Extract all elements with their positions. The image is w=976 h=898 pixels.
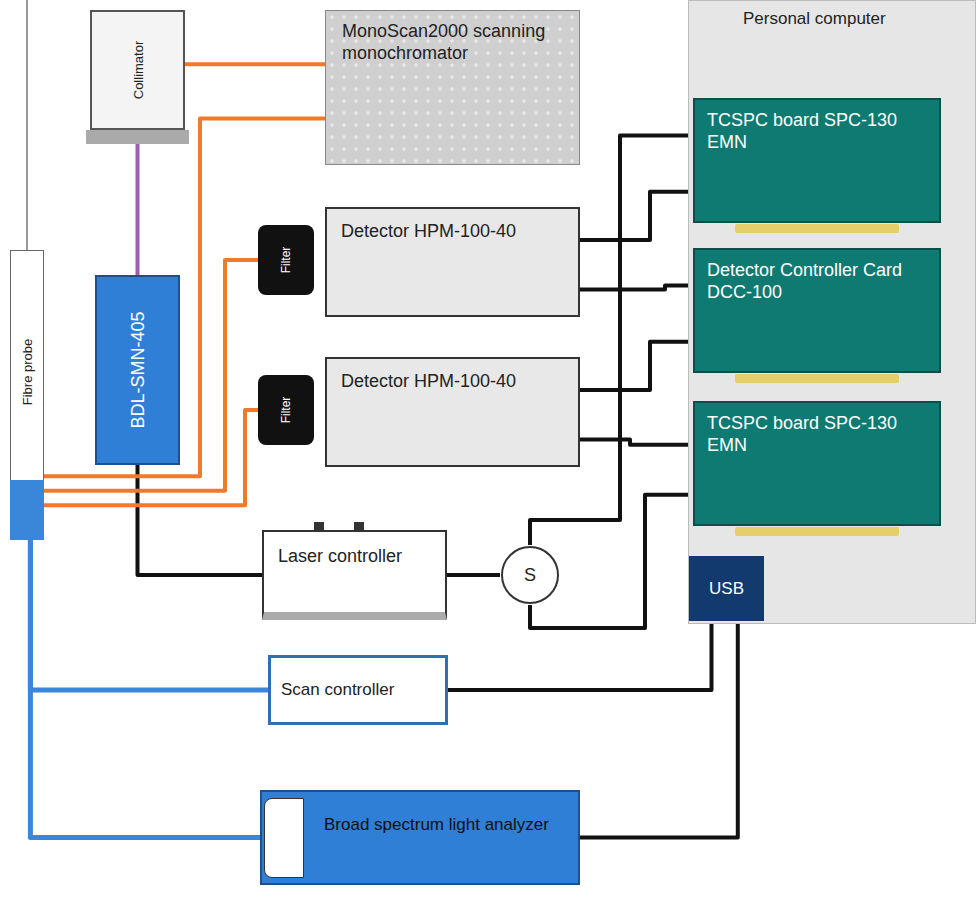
wire-line (448, 621, 712, 690)
node-label: Personal computer (743, 9, 975, 29)
filter-block: Filter (258, 225, 314, 295)
wire-line (580, 192, 693, 240)
laser-controller: Laser controller (262, 530, 447, 620)
node-label: Detector HPM-100-40 (341, 221, 564, 243)
connector-wire (185, 64, 325, 65)
connector-wire (580, 621, 738, 838)
node-label: MonoScan2000 scanning monochromator (342, 21, 563, 64)
connector-wire (44, 119, 325, 477)
node-label: Fibre probe (20, 339, 35, 405)
node-label: Filter (279, 397, 293, 424)
node-label: Filter (279, 247, 293, 274)
filter-block: Filter (258, 375, 314, 445)
wire-line (30, 540, 268, 690)
node-label: Laser controller (278, 546, 431, 568)
wire-line (530, 136, 693, 546)
connector-wire (137, 130, 138, 275)
node-label: BDL-SMN-405 (127, 311, 148, 428)
node-label: TCSPC board SPC-130 EMN (707, 110, 927, 153)
detector-box: Detector HPM-100-40 (325, 207, 580, 317)
connector-wire (530, 136, 693, 546)
connector-wire (44, 260, 258, 491)
wire-line (185, 62, 325, 66)
collimator-head: Collimator (90, 10, 185, 130)
tcspc-board: TCSPC board SPC-130 EMN (693, 401, 941, 526)
wire-line (580, 286, 693, 290)
connector-wire (30, 540, 260, 838)
connector-wire (580, 440, 693, 445)
tcspc-board: TCSPC board SPC-130 EMN (693, 98, 941, 223)
connector-wire (580, 192, 693, 240)
wire-line (580, 621, 738, 838)
node-label: Detector Controller Card DCC-100 (707, 260, 927, 303)
monochromator-box: MonoScan2000 scanning monochromator (325, 10, 580, 165)
laser-box: BDL-SMN-405 (95, 275, 180, 465)
computer-panel: Personal computerTCSPC board SPC-130 EMN… (688, 0, 976, 624)
wire-line (447, 573, 500, 577)
detector-box: Detector HPM-100-40 (325, 357, 580, 467)
connector-wire (448, 621, 712, 690)
fibre-line (26, 0, 28, 250)
connector-wire (580, 342, 693, 390)
wire-line (44, 119, 325, 477)
node-label: TCSPC board SPC-130 EMN (707, 413, 927, 456)
node-label: S (524, 565, 536, 586)
node-label: Collimator (130, 41, 145, 100)
usb-port: USB (689, 556, 764, 621)
fibre-probe: Fibre probe (10, 250, 44, 540)
wire-line (580, 440, 693, 445)
wire-line (580, 342, 693, 390)
wire-line (136, 130, 140, 275)
node-label: Broad spectrum light analyzer (324, 814, 564, 835)
node-label: Scan controller (281, 680, 435, 700)
wire-line (30, 540, 260, 838)
node-label: Detector HPM-100-40 (341, 371, 564, 393)
spectrum-analyzer: Broad spectrum light analyzer (260, 790, 580, 885)
signal-splitter: S (500, 545, 560, 605)
scan-controller: Scan controller (268, 655, 448, 725)
connector-wire (30, 540, 268, 690)
controller-card: Detector Controller Card DCC-100 (693, 248, 941, 373)
node-label: USB (709, 579, 744, 599)
connector-wire (447, 575, 500, 576)
connector-wire (580, 286, 693, 290)
wire-line (44, 260, 258, 491)
